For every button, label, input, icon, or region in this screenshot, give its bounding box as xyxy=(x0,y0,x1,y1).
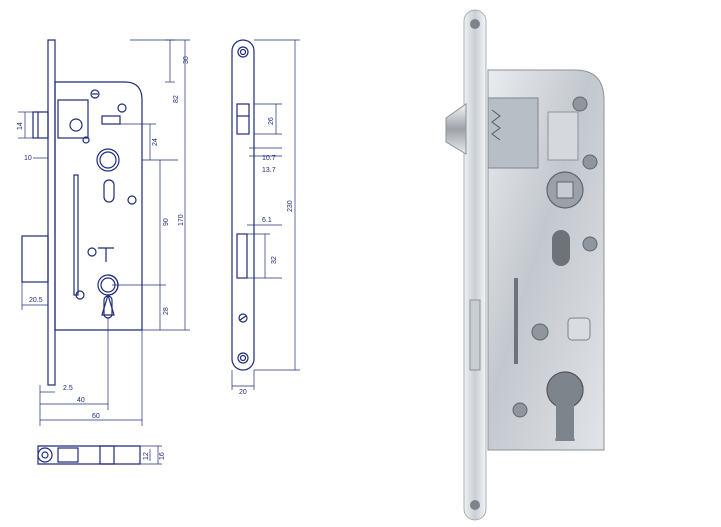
dim-10: 10 xyxy=(24,155,32,162)
front-screw-top xyxy=(90,89,100,99)
dim-60: 60 xyxy=(92,413,100,420)
side-view-drawing xyxy=(231,39,300,390)
front-latch-bolt xyxy=(32,111,49,139)
dim-40: 40 xyxy=(77,397,85,404)
lock-product-photo xyxy=(445,9,605,521)
side-faceplate xyxy=(231,39,255,371)
dim-6-1: 6.1 xyxy=(262,217,272,224)
side-latch-opening xyxy=(236,103,250,135)
front-faceplate xyxy=(47,39,56,386)
dim-230: 230 xyxy=(287,200,294,212)
top-view-drawing xyxy=(37,445,162,465)
dim-20-5: 20.5 xyxy=(29,297,43,304)
front-view-drawing xyxy=(18,39,190,426)
front-dimension-labels: 30 82 170 24 90 28 14 10 20.5 2.5 40 60 xyxy=(17,56,190,420)
dim-28: 28 xyxy=(163,307,170,315)
dim-10-7: 10.7 xyxy=(262,155,276,162)
dim-12: 12 xyxy=(143,452,150,460)
top-dimension-labels: 12 16 xyxy=(143,452,166,460)
side-deadbolt-opening xyxy=(236,233,248,279)
dim-16: 16 xyxy=(159,452,166,460)
side-dimension-labels: 26 10.7 13.7 6.1 32 230 20 xyxy=(239,117,294,396)
photo-faceplate xyxy=(463,9,487,521)
front-lock-case xyxy=(54,81,143,331)
dim-170: 170 xyxy=(178,214,185,226)
dim-90: 90 xyxy=(163,218,170,226)
dim-13-7: 13.7 xyxy=(262,167,276,174)
dim-14: 14 xyxy=(17,122,24,130)
dim-2-5: 2.5 xyxy=(63,385,73,392)
dim-20: 20 xyxy=(239,389,247,396)
dim-30: 30 xyxy=(183,56,190,64)
dim-82: 82 xyxy=(173,95,180,103)
photo-latch-bolt xyxy=(445,103,467,155)
dim-32: 32 xyxy=(271,256,278,264)
dim-26: 26 xyxy=(268,117,275,125)
front-follower-hub xyxy=(96,148,120,172)
dim-24: 24 xyxy=(152,138,159,146)
